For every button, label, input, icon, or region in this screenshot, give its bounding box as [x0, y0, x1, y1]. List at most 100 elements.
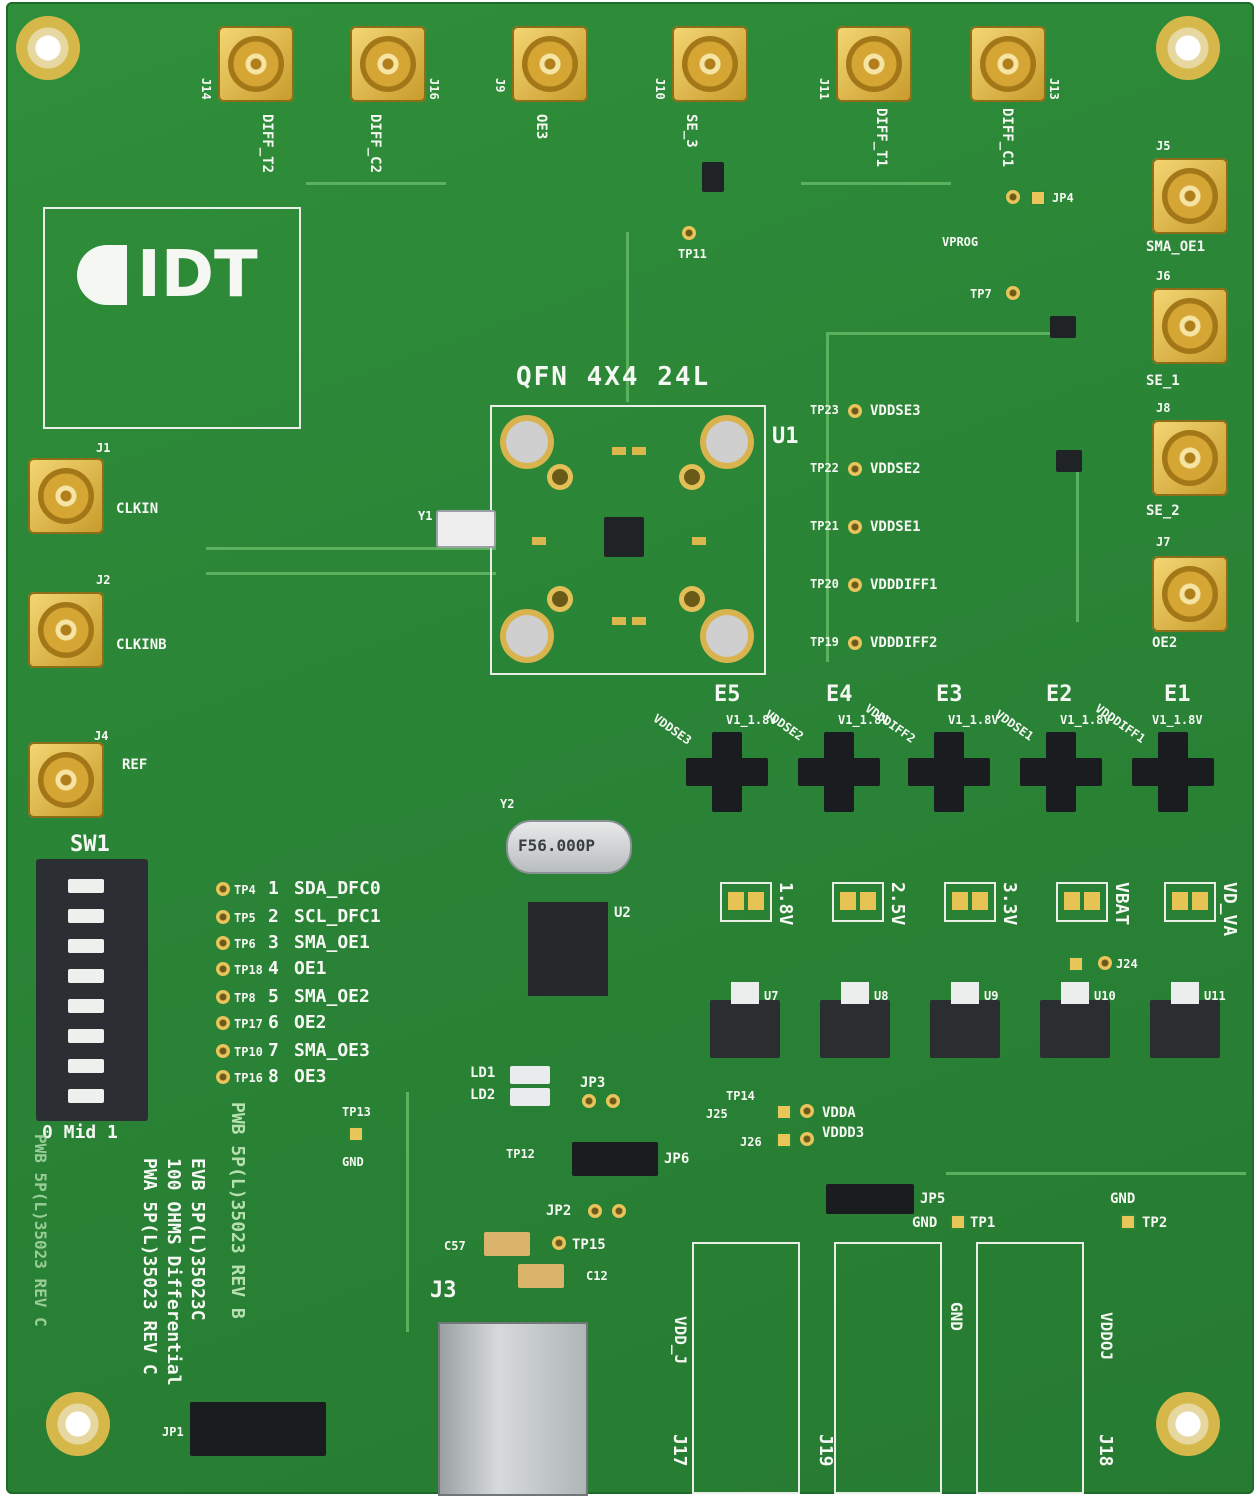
test-pad: [1098, 956, 1112, 970]
mounting-hole: [16, 16, 80, 80]
dip-tp: TP17: [234, 1017, 263, 1031]
dip-net: OE3: [294, 1066, 327, 1087]
c12-label: C12: [586, 1269, 608, 1283]
test-pad: [1070, 958, 1082, 970]
board-desc-text: 100 OHMS Differential: [163, 1158, 184, 1386]
dip-switch-lever[interactable]: [68, 1029, 104, 1043]
net-label: CLKIN: [116, 501, 159, 517]
jumper-header: [1020, 758, 1102, 786]
ref-label: J16: [427, 78, 441, 100]
dip-switch-lever[interactable]: [68, 909, 104, 923]
dip-net: SCL_DFC1: [294, 906, 381, 927]
jp6-header[interactable]: [572, 1142, 658, 1176]
j3-label: J3: [430, 1278, 457, 1303]
dip-num: 4: [268, 958, 279, 979]
power-connector-j18: [976, 1242, 1084, 1494]
net-label: DIFF_C2: [367, 114, 383, 174]
regulator: [710, 982, 780, 1058]
power-ref: J18: [1095, 1434, 1116, 1467]
test-pad: [778, 1134, 790, 1146]
power-connector-j17: [692, 1242, 800, 1494]
logo-text: IDT: [137, 238, 258, 312]
board-rev-text: PWB 5P(L)35023 REV B: [227, 1102, 248, 1319]
socket-pin-hole: [684, 591, 700, 607]
power-net: VDDOJ: [1097, 1312, 1116, 1361]
sma-connector-j7: [1152, 556, 1228, 632]
chip: [1056, 450, 1082, 472]
tp1-label: TP1: [970, 1215, 996, 1231]
capacitor: [484, 1232, 530, 1256]
socket-hole: [706, 615, 748, 657]
gnd-label: GND: [342, 1155, 364, 1169]
net-label: SMA_OE1: [1146, 239, 1206, 255]
dip-tp: TP18: [234, 963, 263, 977]
power-pad-vbat: [1056, 882, 1108, 922]
tp13-label: TP13: [342, 1105, 371, 1119]
led: [510, 1066, 550, 1084]
power-pad-1v8: [720, 882, 772, 922]
jumper-pin-label: V1_1.8V: [838, 713, 889, 727]
u2-label: U2: [614, 905, 631, 921]
crystal-marking: F56.000P: [518, 836, 596, 855]
trace: [946, 1172, 1246, 1175]
power-ref: J17: [669, 1434, 690, 1467]
regulator-label: U10: [1094, 989, 1116, 1003]
sma-connector-j16: [350, 26, 426, 102]
test-pad: [216, 936, 230, 950]
test-pad: [216, 882, 230, 896]
smd-part: [532, 537, 546, 545]
dip-switch-lever[interactable]: [68, 939, 104, 953]
jp5-header[interactable]: [826, 1184, 914, 1214]
ref-label: J8: [1156, 401, 1171, 415]
ld2-label: LD2: [470, 1087, 496, 1103]
dip-switch-lever[interactable]: [68, 879, 104, 893]
dip-num: 3: [268, 932, 279, 953]
tp15-label: TP15: [572, 1237, 606, 1253]
socket-pin-hole: [552, 591, 568, 607]
test-pad: [848, 636, 862, 650]
dip-net: SDA_DFC0: [294, 878, 381, 899]
jumper-pin-label: V1_1.8V: [1060, 713, 1111, 727]
net-label: OE3: [533, 114, 549, 140]
mounting-hole: [1156, 1392, 1220, 1456]
test-pad: [682, 226, 696, 240]
regulator: [1150, 982, 1220, 1058]
sma-connector-j9: [512, 26, 588, 102]
y2-label: Y2: [500, 797, 515, 811]
mounting-hole: [1156, 16, 1220, 80]
sma-connector-j6: [1152, 288, 1228, 364]
usb-connector[interactable]: [438, 1322, 588, 1496]
dip-net: SMA_OE1: [294, 932, 370, 953]
dip-switch-lever[interactable]: [68, 1089, 104, 1103]
regulator-label: U7: [764, 989, 779, 1003]
regulator-tab: [841, 982, 869, 1004]
package-label: QFN 4X4 24L: [516, 362, 711, 392]
ref-label: J10: [653, 78, 667, 100]
power-net: VDD_J: [671, 1316, 690, 1365]
dip-switch-lever[interactable]: [68, 1059, 104, 1073]
test-pad: [1006, 286, 1020, 300]
jumper-pin-label: V1_1.8V: [1152, 713, 1203, 727]
power-pad-label: VD_VA: [1219, 882, 1240, 937]
test-pad: [216, 1070, 230, 1084]
logo-mark-icon: [77, 245, 127, 305]
smd-part: [612, 447, 626, 455]
socket-hole: [706, 421, 748, 463]
qfn-chip: [604, 517, 644, 557]
smd-part: [632, 617, 646, 625]
jumper-ref: E2: [1046, 682, 1073, 707]
power-connector-j19: [834, 1242, 942, 1494]
tp-label: TP21: [810, 519, 839, 533]
dip-switch[interactable]: [36, 859, 148, 1121]
regulator: [1040, 982, 1110, 1058]
power-pad-label: 2.5V: [887, 882, 908, 926]
trace: [801, 182, 951, 185]
regulator-tab: [731, 982, 759, 1004]
jp1-header[interactable]: [190, 1402, 326, 1456]
trace: [826, 332, 1056, 335]
dip-switch-lever[interactable]: [68, 969, 104, 983]
tp-net: VDDDIFF2: [870, 635, 938, 651]
test-pad: [552, 1236, 566, 1250]
vprog-label: VPROG: [942, 235, 979, 249]
dip-switch-lever[interactable]: [68, 999, 104, 1013]
